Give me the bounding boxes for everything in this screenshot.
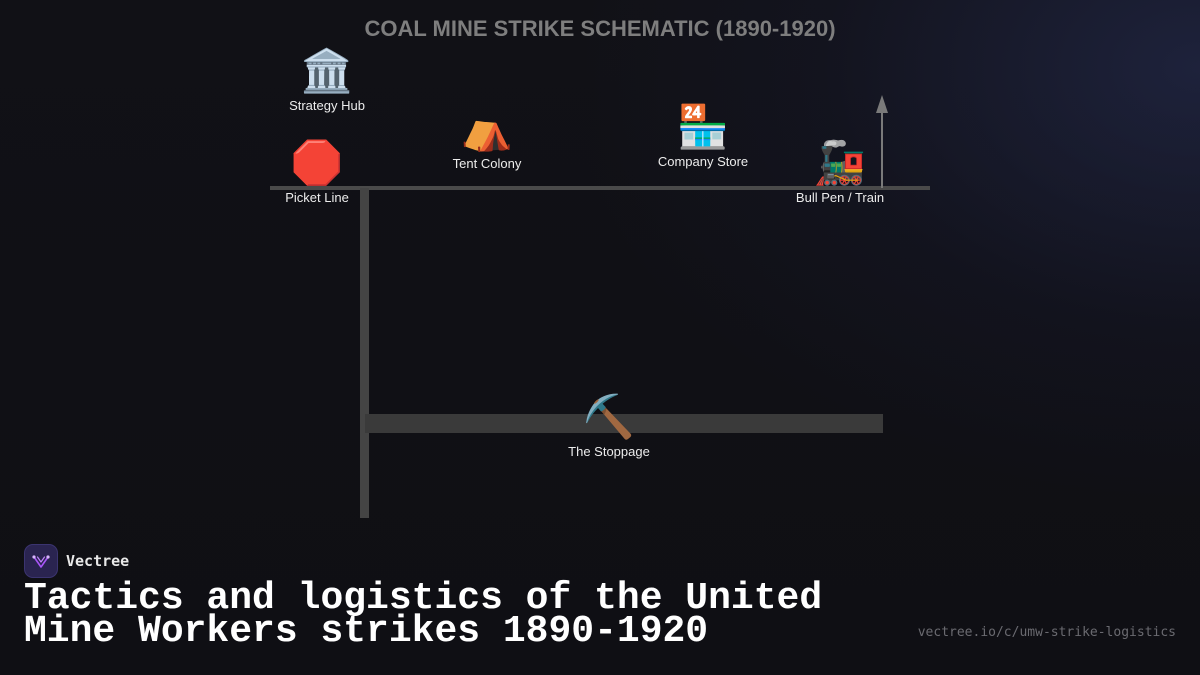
convenience-store-icon: 🏪 xyxy=(676,103,730,150)
caption-title: Tactics and logistics of the United Mine… xyxy=(24,577,823,653)
diagram-title: COAL MINE STRIKE SCHEMATIC (1890-1920) xyxy=(364,16,836,41)
exit-arrow-stem xyxy=(881,110,883,188)
brand: Vectree xyxy=(24,544,129,578)
source-url: vectree.io/c/umw-strike-logistics xyxy=(917,625,1176,640)
node-tent-colony: ⛺ Tent Colony xyxy=(407,104,567,171)
tent-icon: ⛺ xyxy=(460,105,514,152)
node-label: Tent Colony xyxy=(452,156,522,171)
node-label: The Stoppage xyxy=(568,444,650,459)
node-label: Strategy Hub xyxy=(289,98,365,113)
stop-sign-icon: 🛑 xyxy=(290,139,344,186)
node-label: Bull Pen / Train xyxy=(795,190,885,205)
node-the-stoppage: ⛏️ The Stoppage xyxy=(529,392,689,459)
node-bull-pen: 🚂 Bull Pen / Train xyxy=(760,138,920,205)
locomotive-icon: 🚂 xyxy=(813,139,867,186)
brand-name: Vectree xyxy=(66,552,130,570)
vectree-logo-icon xyxy=(24,544,58,578)
pick-icon: ⛏️ xyxy=(582,393,636,440)
node-label: Picket Line xyxy=(285,190,349,205)
mine-shaft-line xyxy=(360,188,369,518)
node-company-store: 🏪 Company Store xyxy=(623,102,783,169)
node-picket-line: 🛑 Picket Line xyxy=(237,138,397,205)
node-strategy-hub: 🏛️ Strategy Hub xyxy=(247,46,407,113)
classical-building-icon: 🏛️ xyxy=(300,47,354,94)
underground-gallery-line xyxy=(365,414,883,433)
surface-track-line xyxy=(270,186,930,190)
node-label: Company Store xyxy=(657,154,749,169)
up-arrow-icon xyxy=(876,95,888,113)
